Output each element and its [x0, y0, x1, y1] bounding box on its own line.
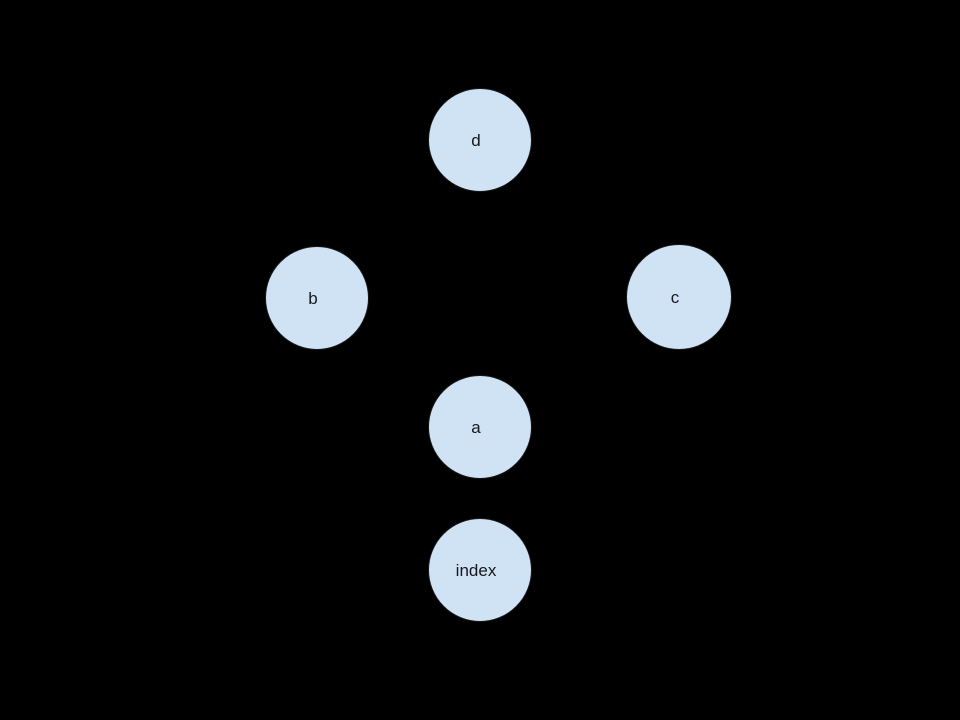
graph-node-c[interactable]: c [626, 244, 732, 350]
graph-node-label: a [471, 417, 481, 437]
graph-node-d[interactable]: d [428, 88, 532, 192]
graph-node-label: b [308, 288, 318, 308]
graph-node-a[interactable]: a [428, 375, 532, 479]
graph-node-b[interactable]: b [265, 246, 369, 350]
graph-node-label: index [455, 560, 497, 580]
graph-node-label: d [471, 130, 481, 150]
graph-node-label: c [670, 287, 680, 307]
graph-node-index[interactable]: index [428, 518, 532, 622]
